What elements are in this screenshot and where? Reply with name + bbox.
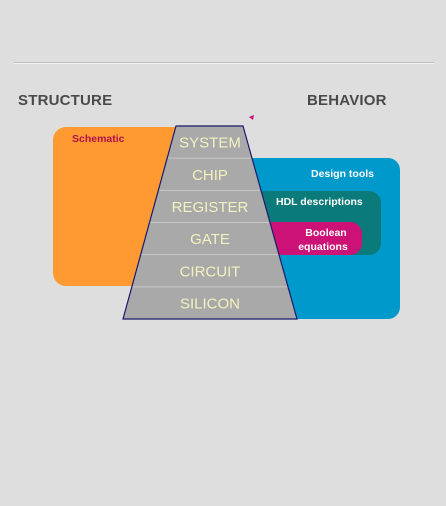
level-label-silicon: SILICON: [180, 295, 240, 312]
structure-heading: STRUCTURE: [18, 92, 113, 109]
top-divider: [14, 62, 434, 64]
level-label-chip: CHIP: [192, 167, 228, 184]
design-tools-label: Design tools: [311, 168, 374, 180]
level-labels: SYSTEM CHIP REGISTER GATE CIRCUIT SILICON: [172, 135, 249, 313]
level-label-system: SYSTEM: [179, 135, 241, 152]
boolean-label-line2: equations: [298, 241, 348, 253]
hdl-descriptions-label: HDL descriptions: [276, 196, 363, 208]
level-label-circuit: CIRCUIT: [180, 263, 241, 280]
level-dividers: [132, 157, 287, 288]
schematic-label: Schematic: [72, 133, 125, 145]
boolean-label-line1: Boolean: [305, 227, 346, 239]
level-label-gate: GATE: [190, 231, 230, 248]
boolean-equations-box: [262, 222, 362, 255]
level-label-register: REGISTER: [172, 199, 249, 216]
behavior-heading: BEHAVIOR: [307, 92, 387, 109]
marker-triangle: [249, 115, 254, 120]
